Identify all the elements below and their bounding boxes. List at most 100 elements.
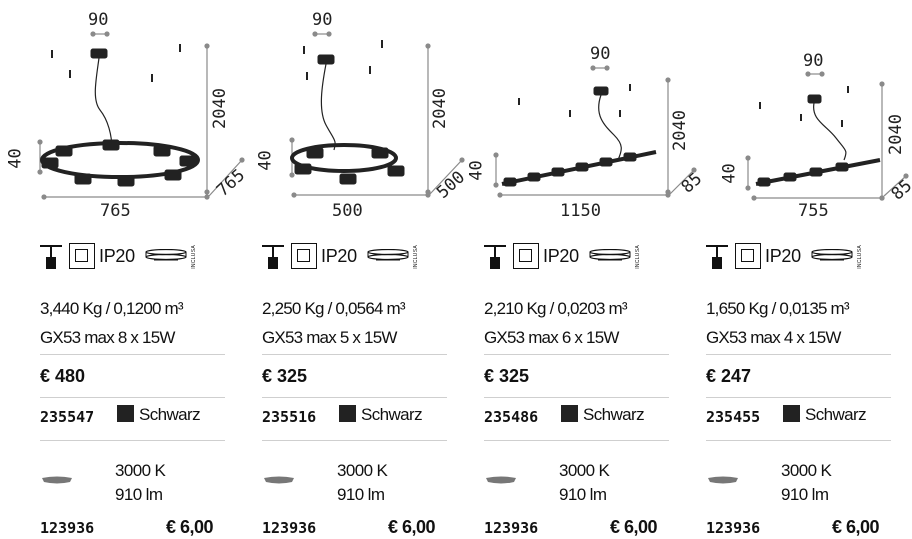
product-drawing-linear-short: 90 2040 40 755 85 [666, 0, 912, 230]
accessory-price: € 6,00 [388, 517, 436, 537]
price: € 325 [262, 366, 307, 387]
bulb-icon [42, 476, 72, 484]
divider [484, 397, 669, 398]
divider [40, 397, 225, 398]
color-temperature: 3000 K [559, 461, 610, 480]
divider [262, 354, 447, 355]
luminous-flux: 910 lm [337, 485, 385, 504]
ceiling-mount-icon [484, 245, 506, 269]
dim-top: 90 [88, 10, 109, 30]
technical-drawing [745, 71, 909, 201]
spec-icons: IP20 INCLUSA [706, 243, 891, 273]
accessory-code: 123936 [40, 519, 95, 537]
dim-left: 40 [719, 163, 740, 184]
spec-icons: IP20 INCLUSA [484, 243, 669, 273]
dim-height: 2040 [885, 114, 906, 155]
product-drawing-ring-small: 90 2040 40 500 500 [222, 0, 469, 230]
dim-left: 40 [255, 150, 276, 171]
lamp-included-icon [145, 249, 187, 261]
inclusa-label: INCLUSA [857, 245, 863, 269]
dim-top: 90 [312, 10, 333, 30]
technical-drawing [37, 31, 245, 200]
dim-left: 40 [466, 160, 487, 181]
class-ii-icon [513, 243, 539, 269]
class-ii-icon [291, 243, 317, 269]
accessory-code: 123936 [262, 519, 317, 537]
color-name: Schwarz [361, 405, 423, 424]
inclusa-label: INCLUSA [191, 245, 197, 269]
product-column: 90 2040 40 755 85 IP20 INCLUSA 1,650 Kg … [666, 0, 912, 539]
price-value: 480 [55, 366, 86, 386]
inclusa-label: INCLUSA [413, 245, 419, 269]
dim-width: 755 [798, 201, 829, 221]
price-value: 247 [721, 366, 752, 386]
lamp-included-icon [367, 249, 409, 261]
lamp-spec: GX53 max 5 x 15W [262, 328, 397, 347]
bulb-icon [486, 476, 516, 484]
color-swatch [783, 405, 800, 422]
price: € 325 [484, 366, 529, 387]
weight-volume: 2,250 Kg / 0,0564 m³ [262, 299, 406, 318]
ip-rating: IP20 [543, 246, 579, 266]
divider [484, 440, 669, 441]
ceiling-mount-icon [40, 245, 62, 269]
color-temperature: 3000 K [115, 461, 166, 480]
dim-width: 500 [332, 201, 363, 221]
class-ii-icon [69, 243, 95, 269]
spec-icons: IP20 INCLUSA [262, 243, 447, 273]
dim-width: 765 [100, 201, 131, 221]
weight-volume: 1,650 Kg / 0,0135 m³ [706, 299, 850, 318]
lamp-included-icon [589, 249, 631, 261]
article-code: 235547 [40, 408, 95, 426]
color-name: Schwarz [583, 405, 645, 424]
accessory-price: € 6,00 [166, 517, 214, 537]
weight-volume: 3,440 Kg / 0,1200 m³ [40, 299, 184, 318]
lamp-spec: GX53 max 8 x 15W [40, 328, 175, 347]
color-name: Schwarz [805, 405, 867, 424]
technical-drawing [493, 65, 697, 198]
accessory-code: 123936 [706, 519, 761, 537]
dim-width: 1150 [560, 201, 601, 221]
product-column: 90 2040 40 1150 85 IP20 INCLUSA 2,210 Kg… [444, 0, 706, 539]
lamp-spec: GX53 max 6 x 15W [484, 328, 619, 347]
dim-top: 90 [590, 44, 611, 64]
currency: € [484, 366, 495, 386]
weight-volume: 2,210 Kg / 0,0203 m³ [484, 299, 628, 318]
ceiling-mount-icon [706, 245, 728, 269]
currency: € [40, 366, 51, 386]
color-temperature: 3000 K [337, 461, 388, 480]
product-column: 90 2040 40 765 765 IP20 INCLUSA 3,440 Kg… [0, 0, 249, 539]
luminous-flux: 910 lm [115, 485, 163, 504]
price: € 480 [40, 366, 85, 387]
ceiling-mount-icon [262, 245, 284, 269]
accessory-price: € 6,00 [832, 517, 880, 537]
product-drawing-linear-long: 90 2040 40 1150 85 [444, 0, 706, 230]
article-code: 235455 [706, 408, 761, 426]
divider [706, 354, 891, 355]
color-swatch [561, 405, 578, 422]
inclusa-label: INCLUSA [635, 245, 641, 269]
color-swatch [339, 405, 356, 422]
luminous-flux: 910 lm [559, 485, 607, 504]
currency: € [706, 366, 717, 386]
dim-left: 40 [5, 148, 26, 169]
article-code: 235516 [262, 408, 317, 426]
divider [706, 397, 891, 398]
currency: € [262, 366, 273, 386]
lamp-spec: GX53 max 4 x 15W [706, 328, 841, 347]
accessory-code: 123936 [484, 519, 539, 537]
luminous-flux: 910 lm [781, 485, 829, 504]
ip-rating: IP20 [99, 246, 135, 266]
color-name: Schwarz [139, 405, 201, 424]
divider [40, 354, 225, 355]
spec-icons: IP20 INCLUSA [40, 243, 225, 273]
divider [484, 354, 669, 355]
ip-rating: IP20 [765, 246, 801, 266]
technical-drawing [289, 31, 465, 198]
dim-top: 90 [803, 51, 824, 71]
divider [40, 440, 225, 441]
price-value: 325 [277, 366, 308, 386]
article-code: 235486 [484, 408, 539, 426]
class-ii-icon [735, 243, 761, 269]
